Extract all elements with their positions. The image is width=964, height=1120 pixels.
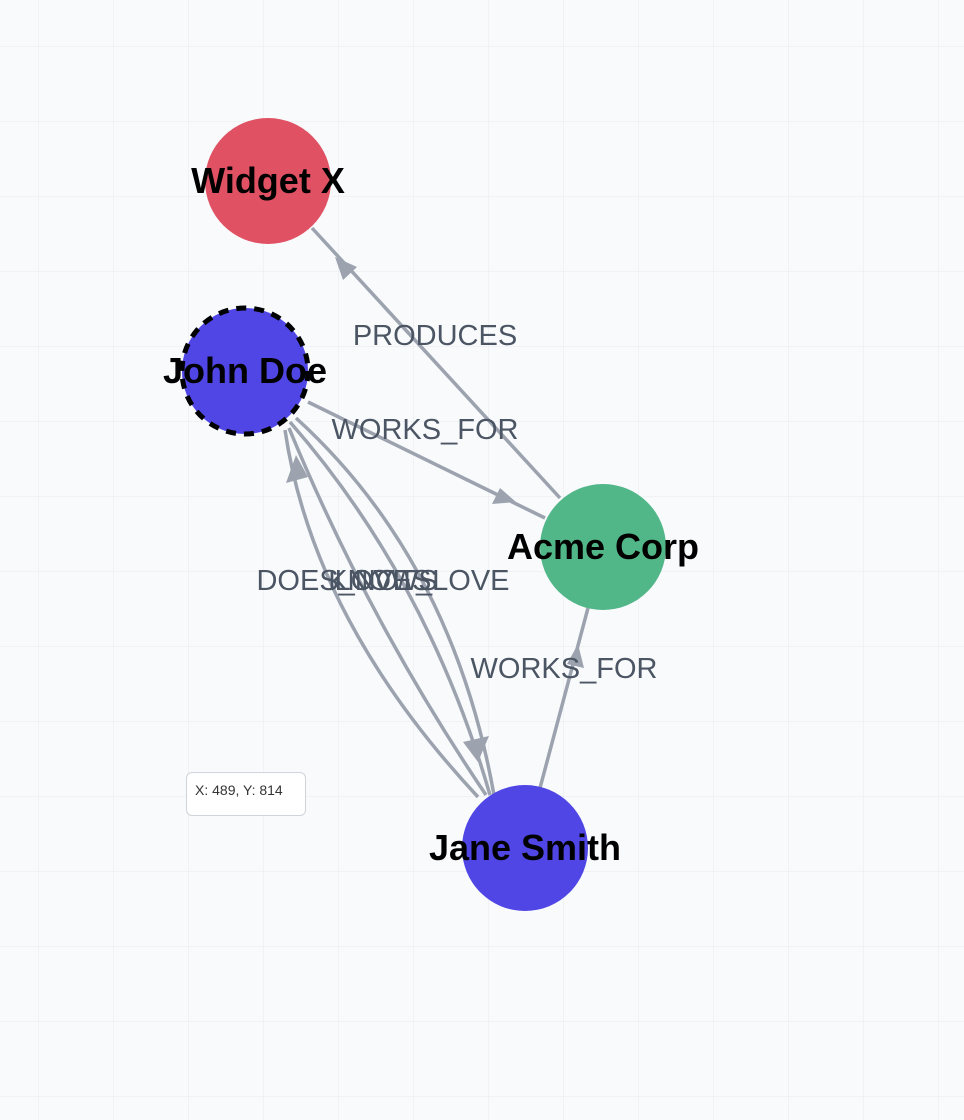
edge-line — [538, 607, 590, 789]
node-john-doe[interactable]: John Doe — [163, 305, 327, 437]
node-acme-corp[interactable]: Acme Corp — [507, 484, 699, 610]
edge-jane-does-not-love-john[interactable] — [283, 429, 480, 799]
edge-layer: PRODUCES WORKS_FOR WORKS_FOR — [256, 226, 658, 799]
node-label: Widget X — [191, 160, 345, 201]
edge-label: WORKS_FOR — [471, 653, 658, 685]
node-label: Jane Smith — [429, 827, 621, 868]
edge-acme-produces-widget[interactable]: PRODUCES — [310, 226, 562, 500]
edge-label-knows: KNOWS — [328, 565, 438, 597]
edge-arrowhead — [492, 488, 516, 504]
node-circle — [205, 118, 331, 244]
edge-line — [310, 226, 562, 500]
edge-line — [294, 416, 496, 796]
edge-arrowhead — [567, 644, 584, 668]
edge-line — [288, 420, 492, 796]
node-label: Acme Corp — [507, 526, 699, 567]
node-layer: Widget X John Doe Acme Corp Jane Smith — [163, 118, 699, 911]
edge-john-knows-jane[interactable] — [288, 416, 496, 796]
edge-label-loves: LOVES — [335, 565, 432, 597]
node-selection-outline — [179, 305, 311, 437]
edge-jane-works-for-acme[interactable]: WORKS_FOR — [471, 607, 658, 789]
edge-line — [287, 427, 488, 796]
edge-label-does-not-love: DOES_NOT_LOVE — [256, 565, 509, 597]
edge-jane-loves-john[interactable] — [286, 427, 488, 796]
node-circle — [182, 308, 308, 434]
node-jane-smith[interactable]: Jane Smith — [429, 785, 621, 911]
cursor-coordinates-text: X: 489, Y: 814 — [195, 782, 283, 798]
edge-label: PRODUCES — [353, 320, 517, 352]
edge-arrowhead — [286, 455, 308, 483]
edge-label: WORKS_FOR — [332, 414, 519, 446]
edge-line — [283, 429, 480, 799]
node-circle — [540, 484, 666, 610]
edge-john-works-for-acme[interactable]: WORKS_FOR — [307, 400, 546, 520]
node-label: John Doe — [163, 350, 327, 391]
node-widget-x[interactable]: Widget X — [191, 118, 345, 244]
cursor-coordinates-readout: X: 489, Y: 814 — [186, 772, 306, 816]
edge-arrowhead — [335, 257, 357, 280]
node-circle — [462, 785, 588, 911]
edge-arrowhead — [463, 736, 489, 762]
